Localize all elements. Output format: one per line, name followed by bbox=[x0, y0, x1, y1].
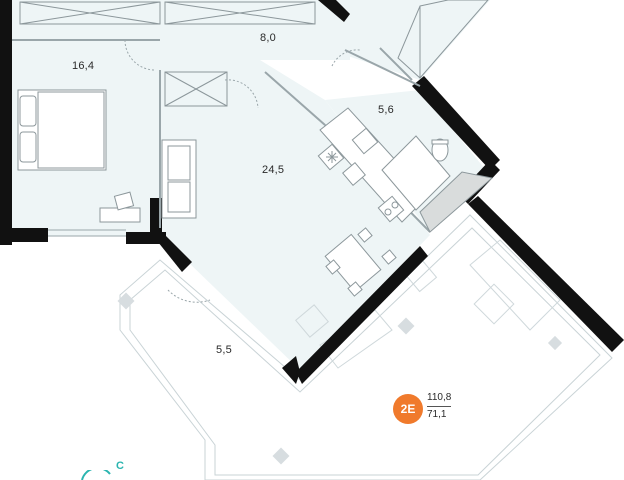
area-bathroom: 5,6 bbox=[378, 104, 394, 116]
area-bedroom: 16,4 bbox=[72, 60, 95, 72]
area-balcony: 5,5 bbox=[216, 344, 232, 356]
bathroom-fixtures bbox=[351, 127, 494, 233]
walls bbox=[0, 0, 624, 384]
sofa-icon bbox=[161, 139, 197, 219]
bed-icon bbox=[17, 89, 107, 171]
compass-north-label: С bbox=[116, 460, 124, 472]
area-hallway: 8,0 bbox=[260, 32, 276, 44]
total-area: 110,8 bbox=[427, 393, 452, 407]
dining-table-icon bbox=[324, 227, 397, 297]
interior-walls bbox=[12, 39, 431, 233]
compass-icon bbox=[81, 470, 111, 480]
unit-type-badge: 2E bbox=[393, 394, 423, 424]
living-area: 71,1 bbox=[427, 409, 447, 420]
area-living-kitchen: 24,5 bbox=[262, 164, 285, 176]
door-swings bbox=[124, 39, 361, 303]
window bbox=[48, 229, 126, 237]
wardrobes bbox=[19, 0, 489, 107]
desk-icon bbox=[99, 191, 141, 223]
fridge-icon bbox=[326, 151, 338, 163]
unit-areas: 110,8 71,1 bbox=[427, 393, 452, 420]
terrace bbox=[117, 214, 613, 480]
